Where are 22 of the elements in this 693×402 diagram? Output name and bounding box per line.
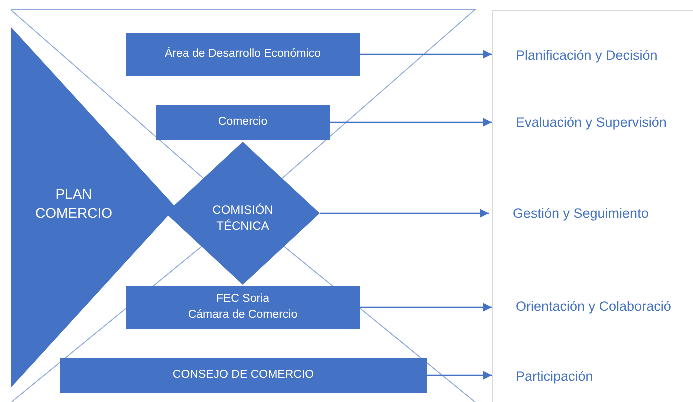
arrow [360,303,492,312]
box-label: Cámara de Comercio [188,308,298,322]
role-label: Participación [516,368,594,384]
process-box [156,105,330,140]
box-label: Área de Desarrollo Económico [165,46,321,62]
process-box [60,358,427,393]
role-label: Evaluación y Supervisión [516,114,667,130]
arrow [427,371,492,380]
arrow [320,209,489,218]
role-label: Gestión y Seguimiento [513,206,649,220]
role-label: Planificación y Decisión [516,48,658,62]
box-label: Comercio [218,114,268,130]
triangle-label: PLAN COMERCIO [34,185,114,223]
diamond-label: COMISIÓN TÉCNICA [212,202,274,234]
process-box [126,286,360,329]
arrow [330,118,492,127]
box-label: CONSEJO DE COMERCIO [172,368,314,383]
arrow [360,50,492,59]
process-box [126,33,360,76]
role-label: Orientación y Colaboració [516,298,672,314]
decision-diamond [166,142,320,285]
box-label: FEC Soria [216,292,270,307]
